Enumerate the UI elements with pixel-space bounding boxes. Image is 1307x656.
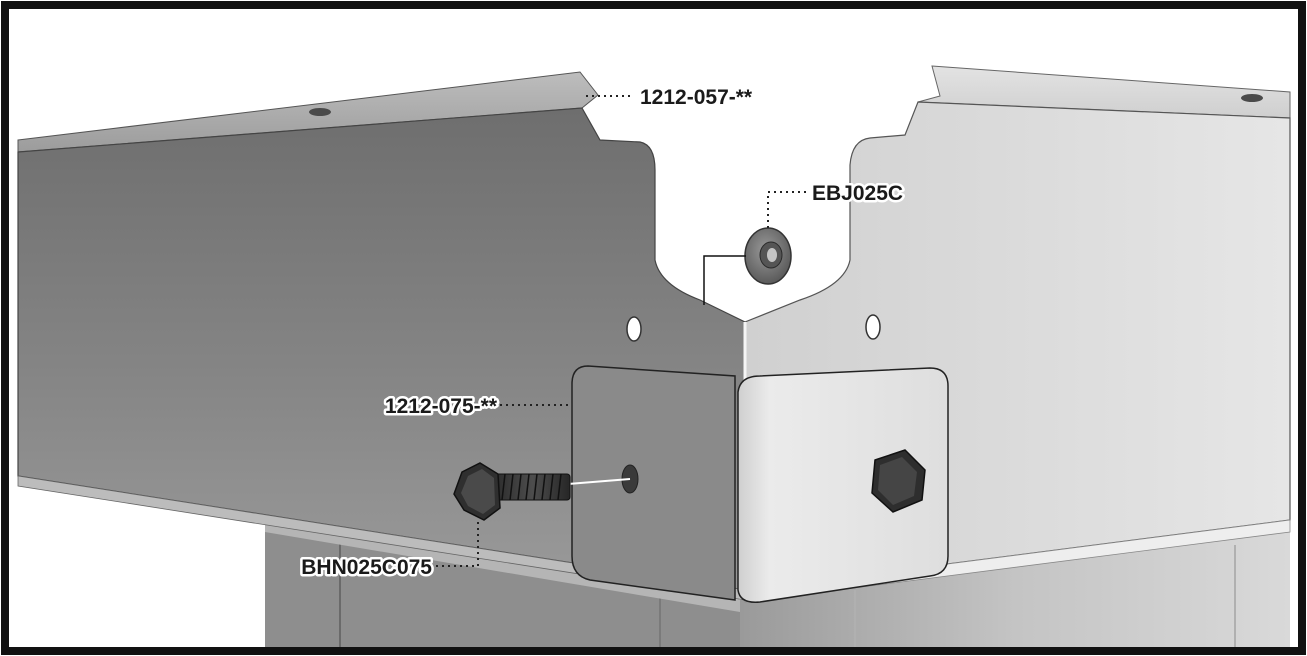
right-rail-flange-hole bbox=[1241, 94, 1263, 102]
left-rail-web bbox=[17, 107, 746, 591]
leader-flange-nut bbox=[767, 191, 806, 228]
hex-bolt bbox=[453, 462, 631, 521]
corner-bracket-left-face bbox=[571, 365, 736, 601]
left-rail bbox=[17, 71, 746, 601]
part-labels: 1212-057-** EBJ025C 1212-075-** BHN025C0… bbox=[299, 84, 906, 582]
flange-nut bbox=[703, 227, 792, 305]
leader-hex-bolt bbox=[436, 522, 479, 567]
left-rail-top-flange bbox=[17, 71, 599, 153]
label-corner-bracket: 1212-075-** bbox=[385, 395, 498, 418]
left-rail-flange-hole bbox=[309, 108, 331, 116]
corner-bracket bbox=[571, 365, 949, 603]
label-hex-bolt: BHN025C075 bbox=[301, 556, 432, 579]
leader-lines bbox=[436, 95, 806, 567]
installed-bolt-head bbox=[871, 449, 926, 513]
right-rail-mount-hole bbox=[865, 314, 881, 340]
label-flange-nut: EBJ025C bbox=[812, 182, 903, 205]
corner-bracket-right-face bbox=[737, 367, 949, 603]
label-top-rail: 1212-057-** bbox=[640, 86, 753, 109]
left-rail-mount-hole bbox=[626, 316, 642, 342]
